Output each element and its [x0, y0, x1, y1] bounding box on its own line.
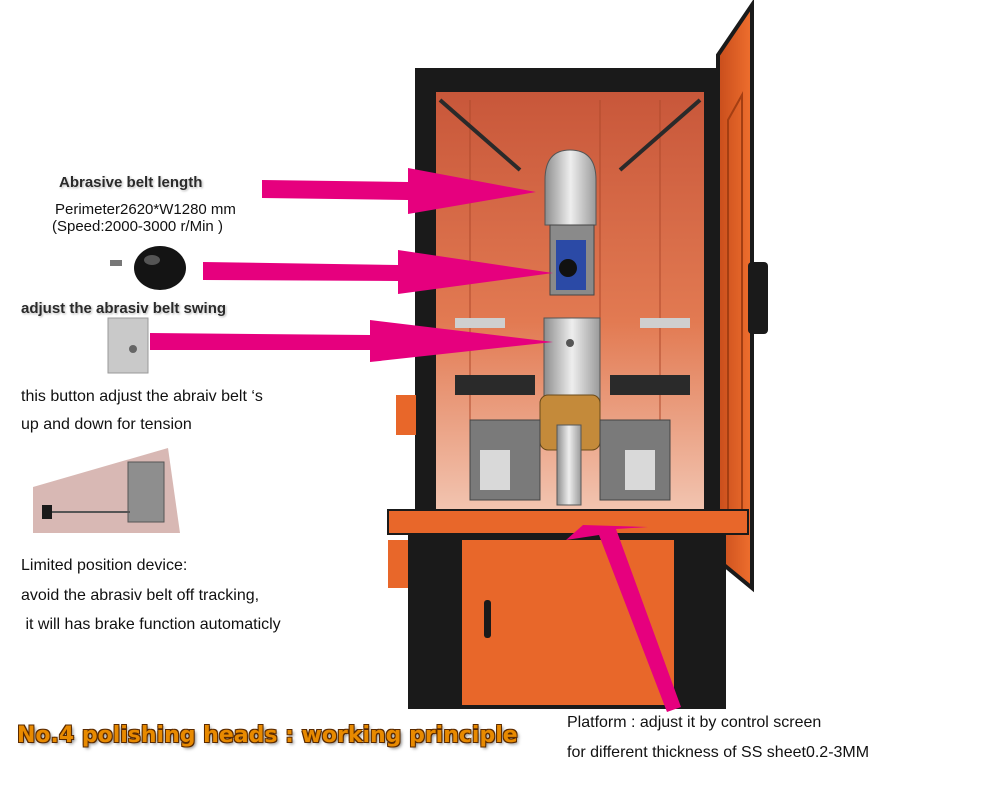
machine-base: [387, 509, 749, 709]
tension-text-line2: up and down for tension: [21, 416, 192, 433]
arrow-plate: [150, 320, 553, 362]
limit-device-line1: Limited position device:: [21, 557, 188, 574]
arrow-knob: [203, 250, 553, 294]
limit-device-line3: it will has brake function automaticly: [21, 616, 281, 633]
platform-text-line1: Platform : adjust it by control screen: [567, 714, 822, 731]
tension-text-line1: this button adjust the abraiv belt ‘s: [21, 388, 263, 405]
limit-device-photo: [33, 448, 180, 533]
machine-door: [716, 0, 768, 593]
limit-device-line2: avoid the abrasiv belt off tracking,: [21, 587, 260, 604]
knob-photo: [110, 246, 186, 290]
arrow-belt: [262, 168, 536, 214]
platform-text-line2: for different thickness of SS sheet0.2-3…: [567, 744, 870, 761]
arrow-platform: [566, 525, 681, 712]
polishing-head: [455, 149, 690, 506]
belt-perimeter-text: Perimeter2620*W1280 mm: [55, 201, 236, 218]
belt-speed-text: (Speed:2000-3000 r/Min ): [52, 218, 223, 235]
swing-title: adjust the abrasiv belt swing: [21, 300, 227, 317]
belt-length-title: Abrasive belt length: [59, 174, 203, 191]
plate-photo: [107, 317, 149, 374]
footer-title: No.4 polishing heads : working principle: [17, 723, 518, 748]
